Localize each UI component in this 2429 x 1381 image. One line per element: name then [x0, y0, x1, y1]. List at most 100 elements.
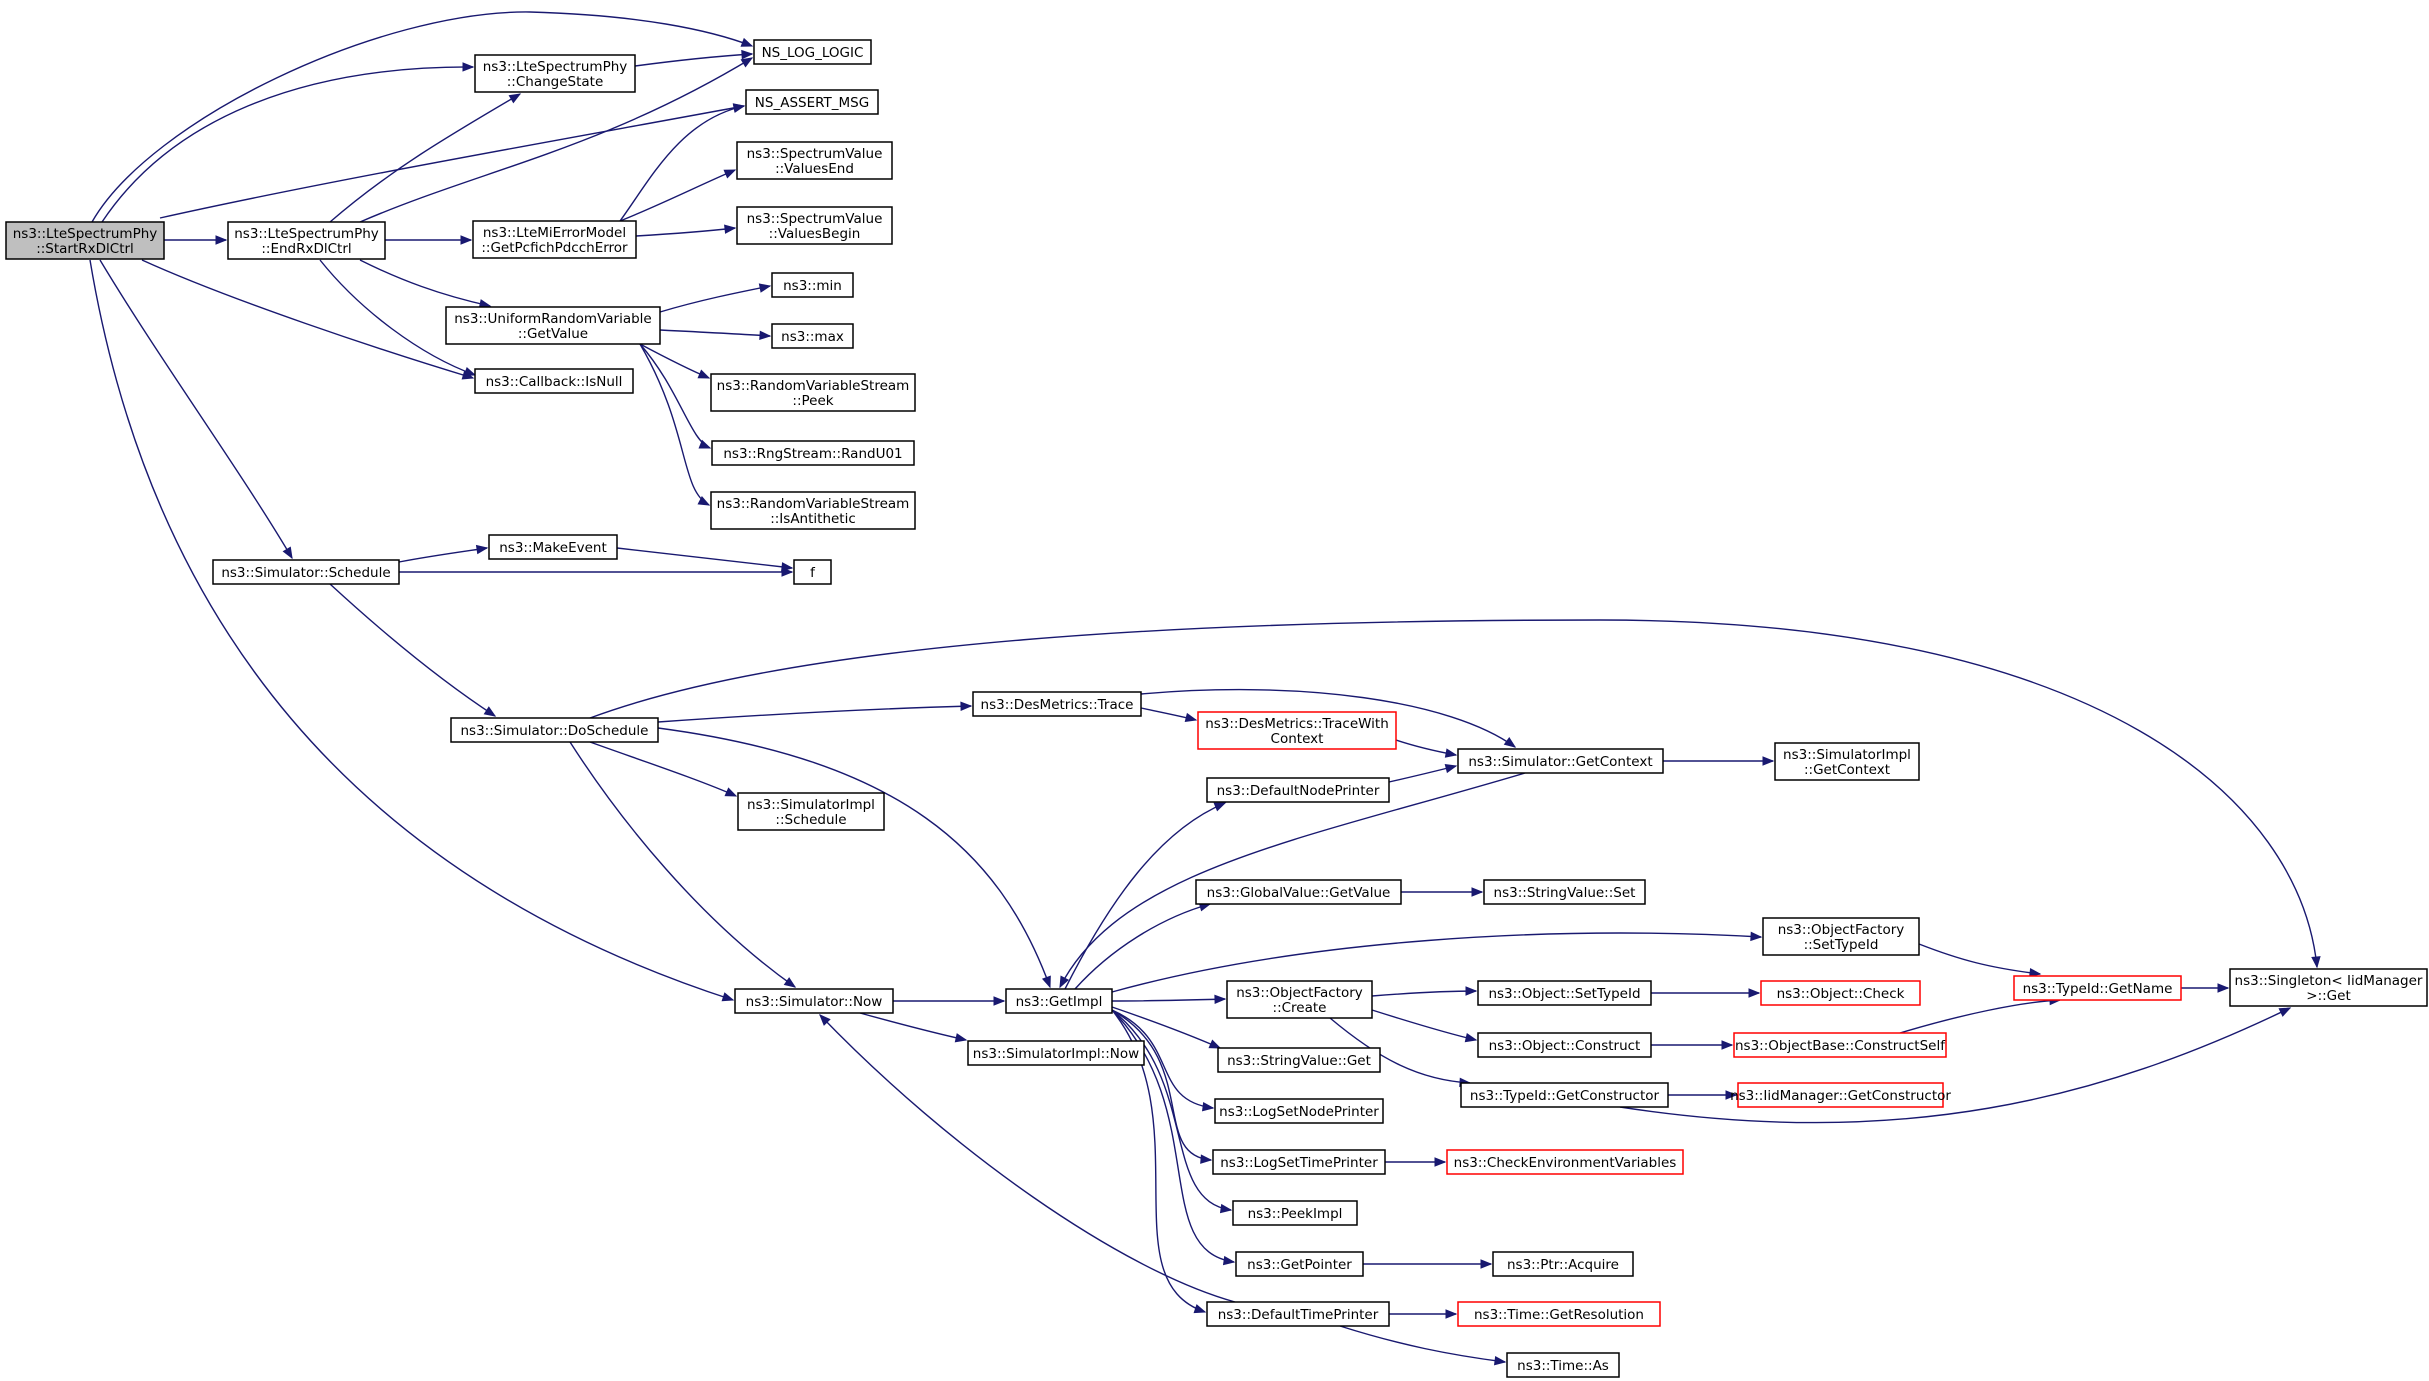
node-impl-schedule[interactable]: ns3::SimulatorImpl::Schedule	[737, 792, 885, 831]
node-end-rx-dl-ctrl[interactable]: ns3::LteSpectrumPhy::EndRxDlCtrl	[227, 221, 386, 260]
node-box[interactable]	[1212, 1149, 1386, 1175]
node-box[interactable]	[1206, 1301, 1390, 1327]
node-box[interactable]	[474, 54, 636, 93]
node-box[interactable]	[711, 440, 915, 466]
node-box[interactable]	[1217, 1047, 1381, 1073]
node-box[interactable]	[737, 792, 885, 831]
node-box[interactable]	[472, 220, 637, 259]
node-max[interactable]: ns3::max	[771, 323, 854, 349]
node-box[interactable]	[736, 141, 893, 180]
node-box[interactable]	[1206, 777, 1390, 803]
node-sim-now[interactable]: ns3::Simulator::Now	[734, 988, 894, 1014]
node-box[interactable]	[450, 717, 659, 743]
node-box[interactable]	[1774, 742, 1920, 781]
node-box[interactable]	[793, 559, 832, 585]
node-box[interactable]	[1506, 1352, 1620, 1378]
node-get-pcfich[interactable]: ns3::LteMiErrorModel::GetPcfichPdcchErro…	[472, 220, 637, 259]
node-box[interactable]	[1232, 1200, 1358, 1226]
node-check-env[interactable]: ns3::CheckEnvironmentVariables	[1446, 1149, 1684, 1175]
node-get-resolution[interactable]: ns3::Time::GetResolution	[1457, 1301, 1661, 1327]
node-change-state[interactable]: ns3::LteSpectrumPhy::ChangeState	[474, 54, 636, 93]
node-box[interactable]	[710, 491, 916, 530]
node-box[interactable]	[1483, 879, 1646, 905]
node-global-get-value[interactable]: ns3::GlobalValue::GetValue	[1195, 879, 1402, 905]
node-box[interactable]	[1235, 1251, 1364, 1277]
node-is-antithetic[interactable]: ns3::RandomVariableStream::IsAntithetic	[710, 491, 916, 530]
node-log-set-time-printer[interactable]: ns3::LogSetTimePrinter	[1212, 1149, 1386, 1175]
node-box[interactable]	[745, 89, 879, 115]
node-default-node-printer[interactable]: ns3::DefaultNodePrinter	[1206, 777, 1390, 803]
node-impl-now[interactable]: ns3::SimulatorImpl::Now	[967, 1040, 1145, 1066]
node-box[interactable]	[771, 272, 854, 298]
node-ofcreate[interactable]: ns3::ObjectFactory::Create	[1226, 980, 1373, 1019]
node-box[interactable]	[967, 1040, 1145, 1066]
node-box[interactable]	[2013, 975, 2182, 1001]
node-obj-set-type-id[interactable]: ns3::Object::SetTypeId	[1477, 980, 1652, 1006]
node-peek[interactable]: ns3::RandomVariableStream::Peek	[710, 373, 916, 412]
node-obj-construct[interactable]: ns3::Object::Construct	[1477, 1032, 1652, 1058]
node-string-get[interactable]: ns3::StringValue::Get	[1217, 1047, 1381, 1073]
node-make-event[interactable]: ns3::MakeEvent	[488, 534, 618, 560]
node-sim-get-context[interactable]: ns3::Simulator::GetContext	[1457, 748, 1664, 774]
node-box[interactable]	[734, 988, 894, 1014]
node-box[interactable]	[1446, 1149, 1684, 1175]
node-log-set-node-printer[interactable]: ns3::LogSetNodePrinter	[1214, 1098, 1384, 1124]
node-box[interactable]	[1005, 988, 1113, 1014]
node-is-null[interactable]: ns3::Callback::IsNull	[474, 368, 634, 394]
node-box[interactable]	[753, 39, 872, 65]
node-box[interactable]	[488, 534, 618, 560]
node-box[interactable]	[1733, 1032, 1947, 1058]
node-box[interactable]	[1226, 980, 1373, 1019]
node-box[interactable]	[1214, 1098, 1384, 1124]
node-box[interactable]	[1195, 879, 1402, 905]
node-time-as[interactable]: ns3::Time::As	[1506, 1352, 1620, 1378]
node-box[interactable]	[710, 373, 916, 412]
node-peek-impl[interactable]: ns3::PeekImpl	[1232, 1200, 1358, 1226]
node-f[interactable]: f	[793, 559, 832, 585]
node-construct-self[interactable]: ns3::ObjectBase::ConstructSelf	[1733, 1032, 1947, 1058]
node-obj-check[interactable]: ns3::Object::Check	[1760, 980, 1921, 1006]
node-box[interactable]	[1457, 1301, 1661, 1327]
node-get-constructor[interactable]: ns3::TypeId::GetConstructor	[1460, 1082, 1669, 1108]
node-box[interactable]	[474, 368, 634, 394]
node-box[interactable]	[2229, 968, 2428, 1007]
node-ns-assert-msg[interactable]: NS_ASSERT_MSG	[745, 89, 879, 115]
node-box[interactable]	[1492, 1251, 1634, 1277]
node-box[interactable]	[1197, 711, 1397, 750]
node-type-id-get-name[interactable]: ns3::TypeId::GetName	[2013, 975, 2182, 1001]
node-default-time-printer[interactable]: ns3::DefaultTimePrinter	[1206, 1301, 1390, 1327]
node-get-impl[interactable]: ns3::GetImpl	[1005, 988, 1113, 1014]
node-impl-get-context[interactable]: ns3::SimulatorImpl::GetContext	[1774, 742, 1920, 781]
node-box[interactable]	[1760, 980, 1921, 1006]
node-rand-u01[interactable]: ns3::RngStream::RandU01	[711, 440, 915, 466]
node-get-pointer[interactable]: ns3::GetPointer	[1235, 1251, 1364, 1277]
node-string-set[interactable]: ns3::StringValue::Set	[1483, 879, 1646, 905]
node-do-schedule[interactable]: ns3::Simulator::DoSchedule	[450, 717, 659, 743]
node-box[interactable]	[736, 206, 893, 245]
node-box[interactable]	[212, 559, 400, 585]
node-ns-log-logic[interactable]: NS_LOG_LOGIC	[753, 39, 872, 65]
node-min[interactable]: ns3::min	[771, 272, 854, 298]
node-box[interactable]	[771, 323, 854, 349]
node-box[interactable]	[1737, 1082, 1944, 1108]
node-box[interactable]	[1477, 1032, 1652, 1058]
node-schedule[interactable]: ns3::Simulator::Schedule	[212, 559, 400, 585]
node-urv-get-value[interactable]: ns3::UniformRandomVariable::GetValue	[445, 306, 661, 345]
node-box[interactable]	[1457, 748, 1664, 774]
node-singleton-get[interactable]: ns3::Singleton< IidManager >::Get	[2229, 968, 2428, 1007]
node-start-rx-dl-ctrl[interactable]: ns3::LteSpectrumPhy::StartRxDlCtrl	[5, 221, 165, 260]
node-values-begin[interactable]: ns3::SpectrumValue::ValuesBegin	[736, 206, 893, 245]
node-box[interactable]	[1460, 1082, 1669, 1108]
node-box[interactable]	[1477, 980, 1652, 1006]
node-ofset-type-id[interactable]: ns3::ObjectFactory::SetTypeId	[1762, 917, 1920, 956]
node-des-trace[interactable]: ns3::DesMetrics::Trace	[972, 691, 1142, 717]
node-iid-get-constructor[interactable]: ns3::IidManager::GetConstructor	[1730, 1082, 1951, 1108]
node-box[interactable]	[227, 221, 386, 260]
node-box[interactable]	[972, 691, 1142, 717]
node-box[interactable]	[445, 306, 661, 345]
node-ptr-acquire[interactable]: ns3::Ptr::Acquire	[1492, 1251, 1634, 1277]
node-box[interactable]	[1762, 917, 1920, 956]
node-box[interactable]	[5, 221, 165, 260]
node-values-end[interactable]: ns3::SpectrumValue::ValuesEnd	[736, 141, 893, 180]
